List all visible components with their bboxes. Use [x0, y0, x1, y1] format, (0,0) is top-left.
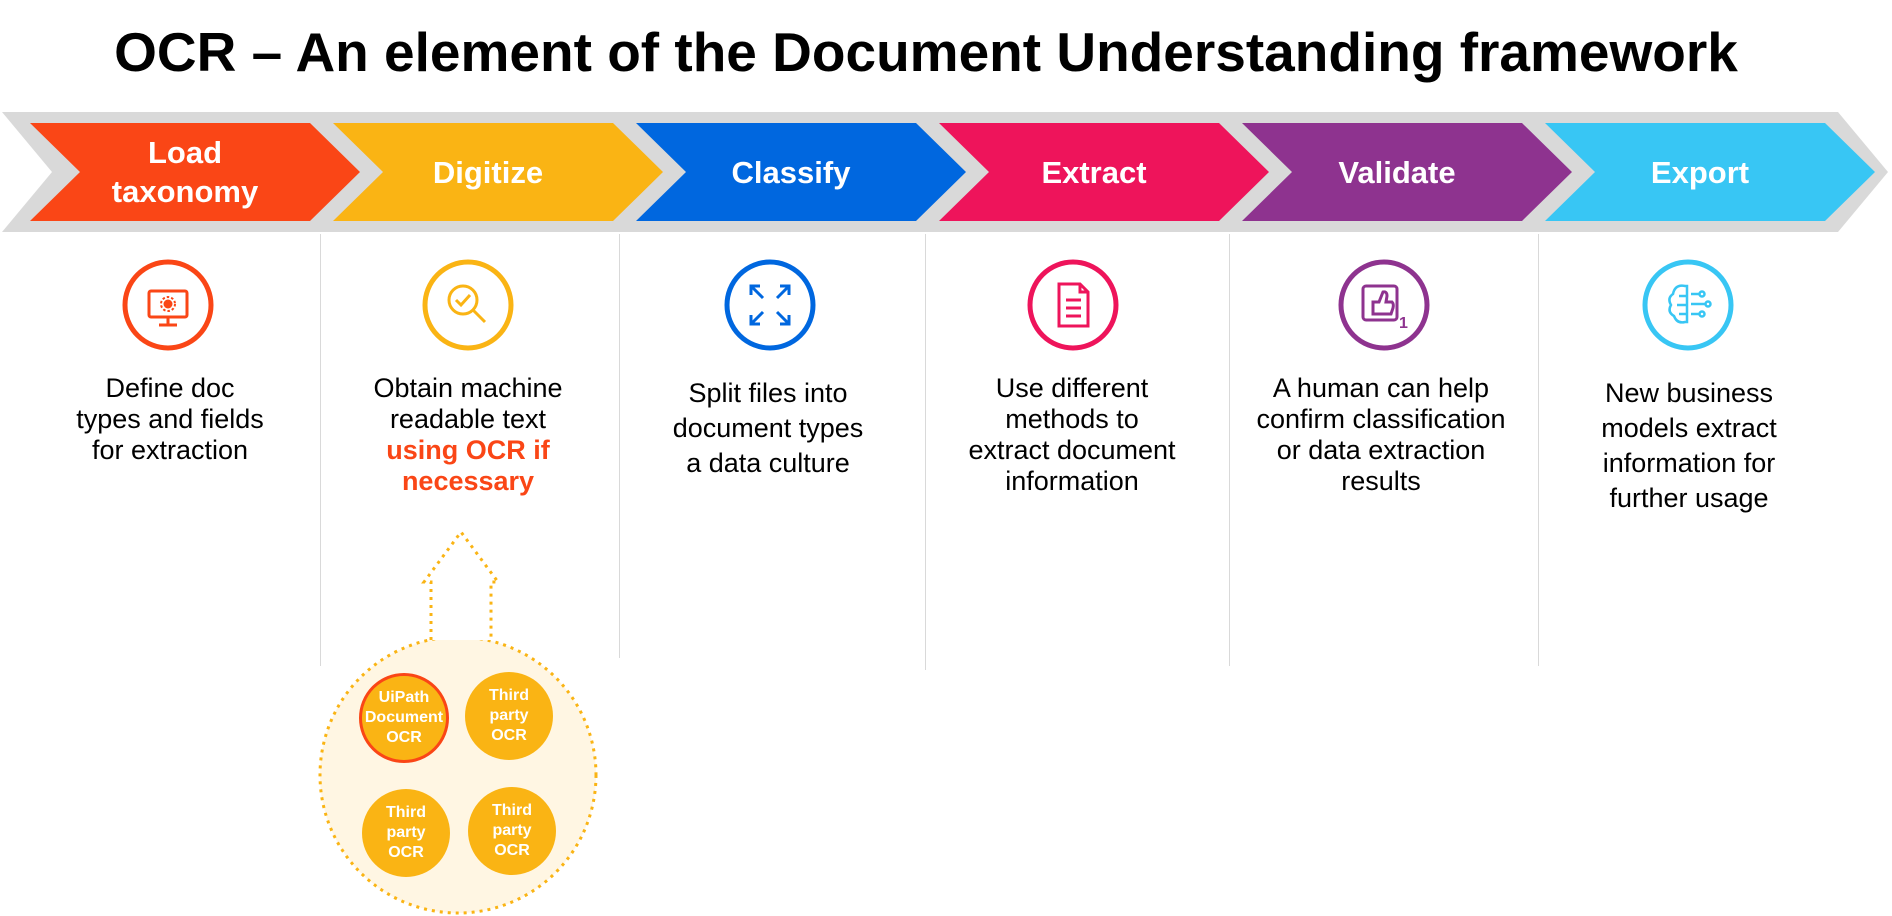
stage-label-line: Digitize — [432, 154, 544, 190]
engine-label-line: Document — [364, 709, 444, 726]
stage-label-line: Export — [1650, 154, 1750, 190]
engine-label-line: Third — [489, 687, 529, 704]
expand-arrows-icon — [723, 258, 817, 352]
engine-label-line: OCR — [494, 842, 530, 859]
stage-label-line: Extract — [1041, 154, 1147, 190]
engine-label-line: OCR — [491, 727, 527, 744]
description-line: information — [1005, 466, 1139, 496]
svg-text:1: 1 — [1399, 315, 1408, 332]
engine-label-line: OCR — [386, 729, 422, 746]
engine-label-line: party — [386, 824, 426, 841]
description-line: Use different — [995, 373, 1149, 403]
column-divider — [1538, 234, 1539, 666]
monitor-gear-icon — [121, 258, 215, 352]
description-line: readable text — [389, 404, 547, 434]
stage-label-validate: Validate — [1277, 123, 1517, 221]
description-line: Obtain machine — [373, 373, 563, 403]
stage-description-export: New business models extract information fo… — [1539, 376, 1839, 516]
description-line: A human can help — [1272, 373, 1490, 403]
description-line: Split files into — [688, 378, 848, 408]
description-line: confirm classification — [1256, 404, 1506, 434]
description-line: or data extraction — [1276, 435, 1486, 465]
description-line: information for — [1602, 448, 1776, 478]
document-list-icon — [1026, 258, 1120, 352]
description-line: Define doc — [105, 373, 235, 403]
description-line: extract document — [968, 435, 1176, 465]
engine-label-line: party — [489, 707, 529, 724]
up-arrow-icon — [421, 529, 501, 640]
engine-label-line: UiPath — [378, 689, 430, 706]
stage-label-digitize: Digitize — [368, 123, 608, 221]
stage-label-line: taxonomy — [111, 174, 259, 209]
magnifier-check-icon — [421, 258, 515, 352]
column-divider — [925, 234, 926, 670]
chevron-load — [30, 123, 360, 221]
brain-circuit-icon — [1641, 258, 1735, 352]
stage-label-extract: Extract — [974, 123, 1214, 221]
stage-label-load: Load taxonomy — [65, 123, 305, 221]
column-divider — [1229, 234, 1230, 666]
page-title: OCR – An element of the Document Underst… — [114, 21, 1738, 83]
description-line: models extract — [1601, 413, 1777, 443]
engine-label-line: Third — [386, 804, 426, 821]
stage-label-line: Classify — [731, 154, 851, 190]
column-divider — [320, 234, 321, 666]
chevron-validate — [1242, 123, 1572, 221]
chevron-classify — [636, 123, 966, 221]
chevron-digitize — [333, 123, 663, 221]
description-line: further usage — [1609, 483, 1769, 513]
description-highlight-line: using OCR if — [386, 435, 550, 465]
engine-label-line: Third — [492, 802, 532, 819]
engine-label-line: OCR — [388, 844, 424, 861]
description-line: results — [1341, 466, 1421, 496]
chevron-export — [1545, 123, 1875, 221]
stage-description-classify: Split files into document types a data cul… — [618, 376, 918, 481]
stage-label-line: Load — [147, 135, 223, 170]
column-divider — [619, 234, 620, 658]
chevron-extract — [939, 123, 1269, 221]
description-line: a data culture — [686, 448, 850, 478]
description-line: document types — [672, 413, 864, 443]
ocr-engines-container — [318, 635, 598, 915]
stage-label-classify: Classify — [671, 123, 911, 221]
stage-label-export: Export — [1580, 123, 1820, 221]
description-line: for extraction — [91, 435, 249, 465]
engine-label-line: party — [492, 822, 532, 839]
description-line: methods to — [1005, 404, 1139, 434]
description-line: types and fields — [76, 404, 264, 434]
description-line: New business — [1604, 378, 1774, 408]
description-highlight-line: necessary — [401, 466, 535, 496]
thumbs-up-icon: 1 — [1337, 258, 1431, 352]
stage-label-line: Validate — [1338, 154, 1456, 190]
